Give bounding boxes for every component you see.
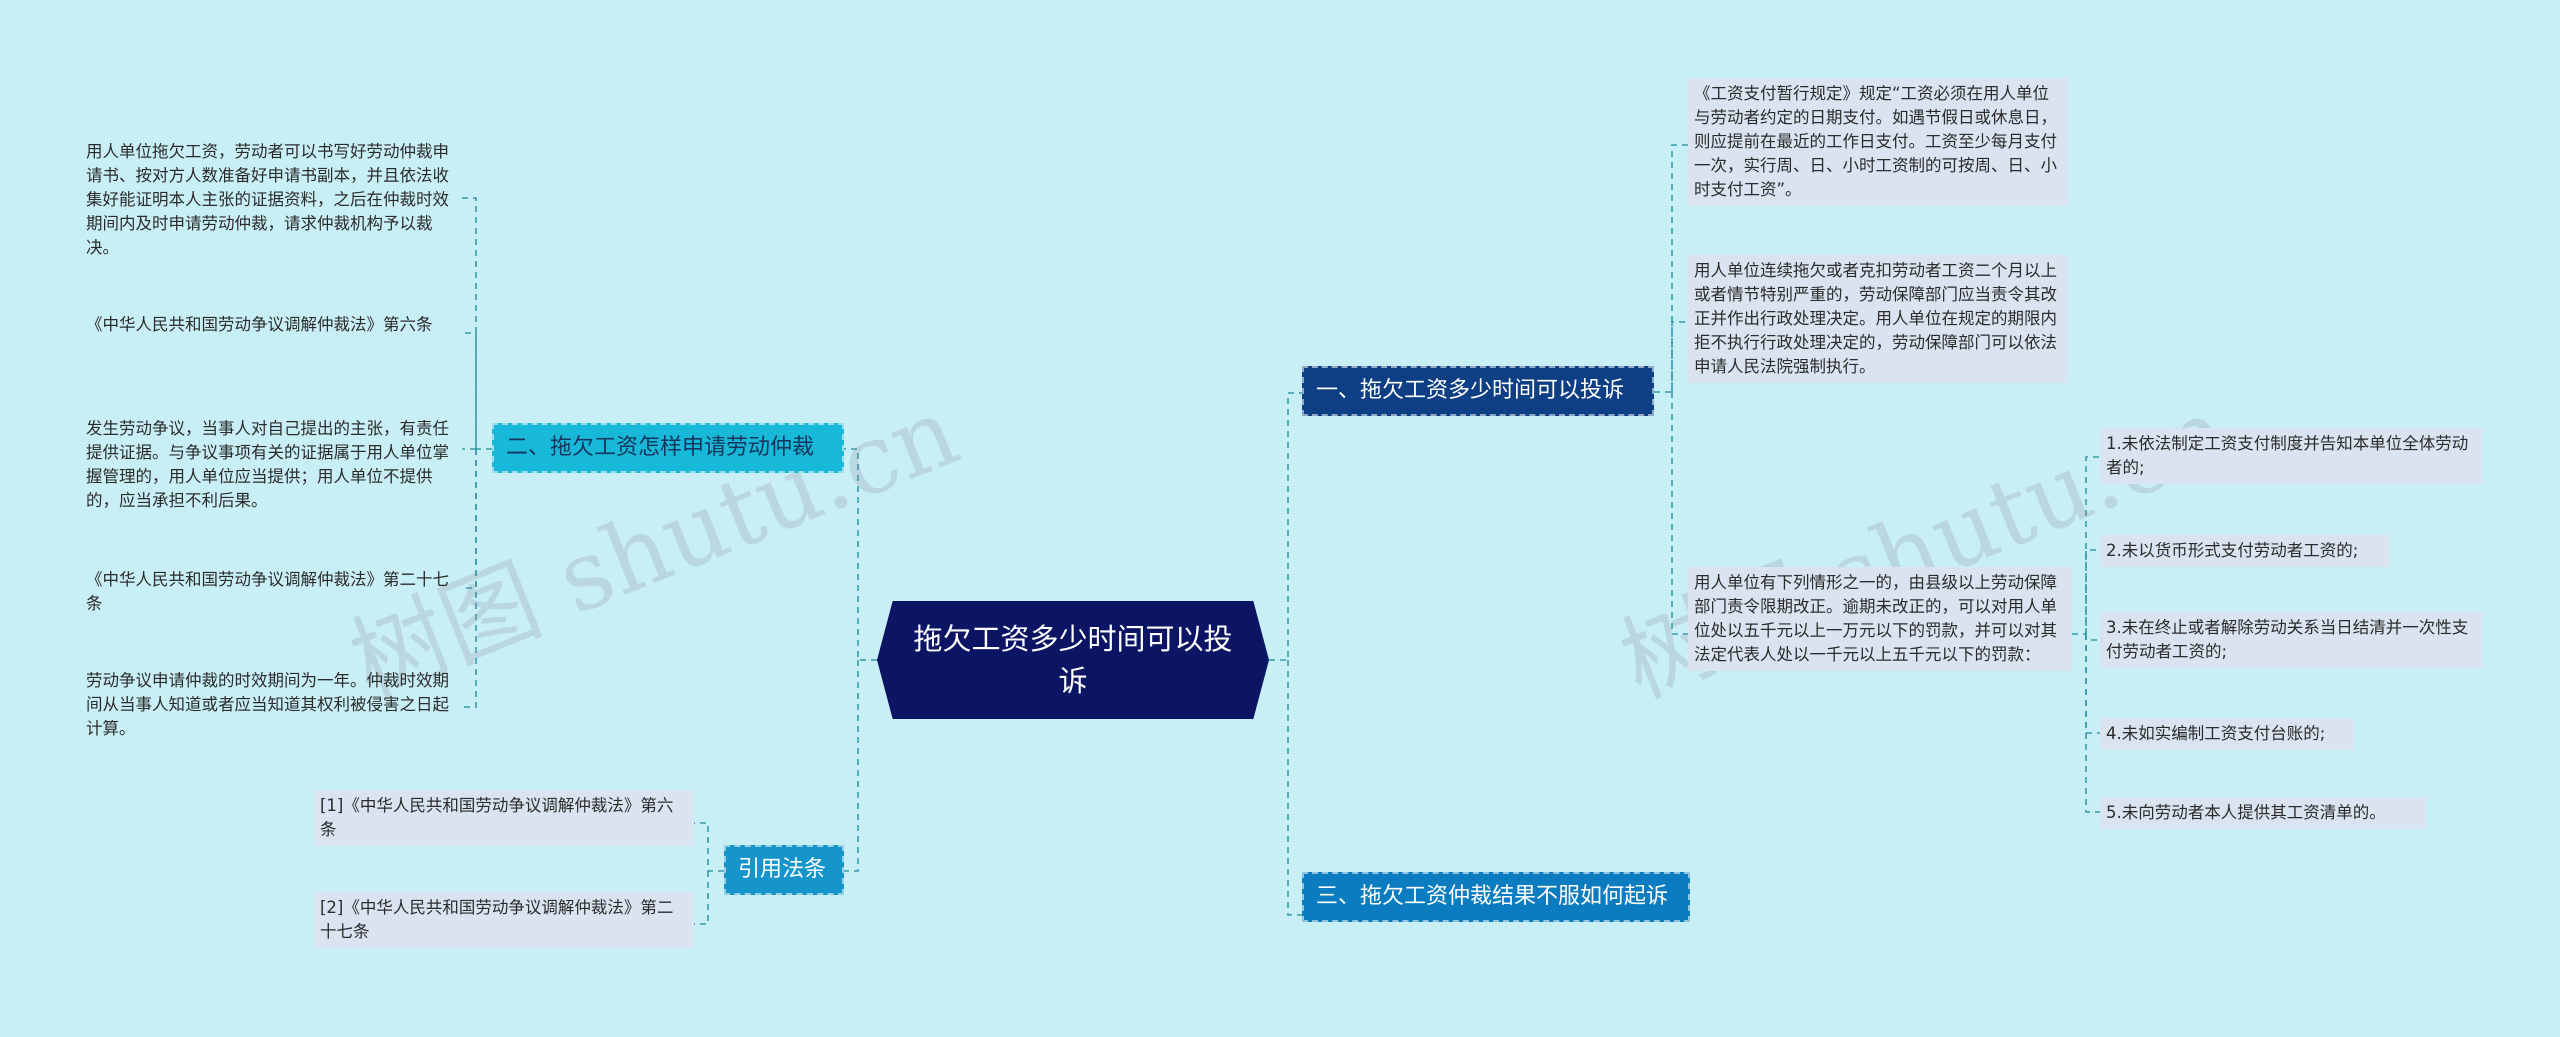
leaf-limitation-period[interactable]: 劳动争议申请仲裁的时效期间为一年。仲裁时效期间从当事人知道或者应当知道其权利被侵… [86, 671, 449, 738]
root-topic[interactable]: 拖欠工资多少时间可以投诉 [877, 601, 1269, 719]
leaf-arrears-enforcement[interactable]: 用人单位连续拖欠或者克扣劳动者工资二个月以上或者情节特别严重的，劳动保障部门应当… [1688, 255, 2068, 383]
root-topic-label: 拖欠工资多少时间可以投诉 [913, 622, 1233, 698]
branch-label: 引用法条 [738, 857, 827, 882]
leaf-citation-1[interactable]: [1]《中华人民共和国劳动争议调解仲裁法》第六条 [314, 790, 694, 846]
branch-cited-laws[interactable]: 引用法条 [724, 845, 844, 895]
leaf-penalty-conditions[interactable]: 用人单位有下列情形之一的，由县级以上劳动保障部门责令限期改正。逾期未改正的，可以… [1688, 567, 2072, 671]
branch-label: 一、拖欠工资多少时间可以投诉 [1316, 378, 1625, 403]
leaf-wage-payment-rule[interactable]: 《工资支付暂行规定》规定“工资必须在用人单位与劳动者约定的日期支付。如遇节假日或… [1688, 78, 2068, 206]
branch-complaint-timing[interactable]: 一、拖欠工资多少时间可以投诉 [1302, 366, 1654, 416]
branch-label: 三、拖欠工资仲裁结果不服如何起诉 [1316, 884, 1669, 909]
leaf-law-article-27[interactable]: 《中华人民共和国劳动争议调解仲裁法》第二十七条 [86, 570, 449, 613]
leaf-condition-2[interactable]: 2.未以货币形式支付劳动者工资的; [2100, 535, 2390, 567]
leaf-condition-5[interactable]: 5.未向劳动者本人提供其工资清单的。 [2100, 797, 2426, 829]
leaf-citation-2[interactable]: [2]《中华人民共和国劳动争议调解仲裁法》第二十七条 [314, 892, 694, 948]
branch-appeal-lawsuit[interactable]: 三、拖欠工资仲裁结果不服如何起诉 [1302, 872, 1690, 922]
branch-label: 二、拖欠工资怎样申请劳动仲裁 [506, 435, 815, 460]
branch-apply-arbitration[interactable]: 二、拖欠工资怎样申请劳动仲裁 [492, 423, 844, 473]
leaf-condition-4[interactable]: 4.未如实编制工资支付台账的; [2100, 718, 2354, 750]
leaf-law-article-6[interactable]: 《中华人民共和国劳动争议调解仲裁法》第六条 [86, 315, 433, 334]
leaf-arbitration-steps[interactable]: 用人单位拖欠工资，劳动者可以书写好劳动仲裁申请书、按对方人数准备好申请书副本，并… [86, 142, 449, 257]
leaf-condition-1[interactable]: 1.未依法制定工资支付制度并告知本单位全体劳动者的; [2100, 428, 2482, 484]
leaf-condition-3[interactable]: 3.未在终止或者解除劳动关系当日结清并一次性支付劳动者工资的; [2100, 612, 2482, 668]
leaf-burden-of-proof[interactable]: 发生劳动争议，当事人对自己提出的主张，有责任提供证据。与争议事项有关的证据属于用… [86, 419, 449, 510]
